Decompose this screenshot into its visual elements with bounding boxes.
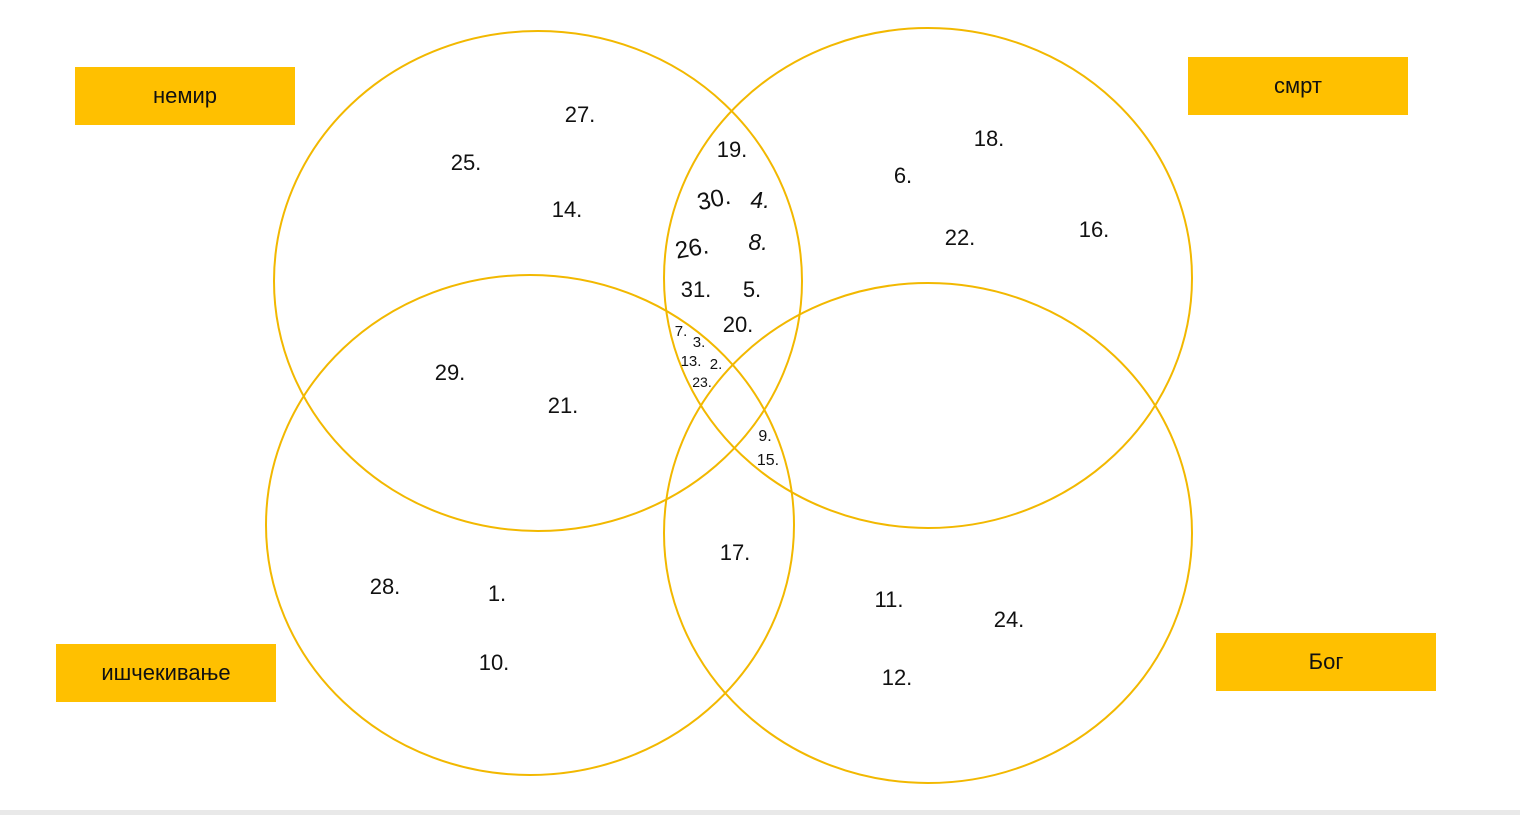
set-label-nemir-text: немир: [152, 83, 218, 108]
item-31: 31.: [681, 277, 712, 302]
item-24: 24.: [994, 607, 1025, 632]
item-21: 21.: [548, 393, 579, 418]
item-6: 6.: [894, 163, 912, 188]
item-28: 28.: [370, 574, 401, 599]
item-27: 27.: [565, 102, 596, 127]
circle-nemir: [273, 30, 803, 532]
set-label-ishchekivanje-text: ишчекивање: [101, 660, 231, 685]
item-19: 19.: [717, 137, 748, 162]
item-13: 13.: [681, 353, 702, 370]
set-label-ishchekivanje: ишчекивање: [56, 644, 276, 702]
item-9: 9.: [758, 428, 771, 445]
item-15: 15.: [757, 452, 779, 469]
item-5: 5.: [743, 277, 761, 302]
item-3: 3.: [693, 334, 706, 351]
set-label-smrt: смрт: [1188, 57, 1408, 115]
set-label-bog: Бог: [1216, 633, 1436, 691]
set-label-smrt-text: смрт: [1274, 73, 1322, 98]
item-10: 10.: [479, 650, 510, 675]
item-23: 23.: [692, 374, 711, 390]
bottom-bar: [0, 810, 1520, 815]
item-22: 22.: [945, 225, 976, 250]
item-26: 26.: [673, 232, 711, 264]
item-14: 14.: [552, 197, 583, 222]
item-29: 29.: [435, 360, 466, 385]
item-16: 16.: [1079, 217, 1110, 242]
item-11: 11.: [875, 587, 904, 612]
item-25: 25.: [451, 150, 482, 175]
set-label-nemir: немир: [75, 67, 295, 125]
circle-ishchekivanje: [265, 274, 795, 776]
item-7: 7.: [675, 323, 688, 340]
item-12: 12.: [882, 665, 913, 690]
item-2: 2.: [710, 356, 723, 373]
item-1: 1.: [488, 581, 506, 606]
item-30: 30.: [695, 183, 733, 216]
circle-bog: [663, 282, 1193, 784]
item-17: 17.: [720, 540, 751, 565]
set-label-bog-text: Бог: [1308, 649, 1344, 674]
item-20: 20.: [723, 312, 754, 337]
item-4: 4.: [750, 187, 769, 213]
circle-smrt: [663, 27, 1193, 529]
item-18: 18.: [974, 126, 1005, 151]
item-8: 8.: [748, 229, 767, 255]
